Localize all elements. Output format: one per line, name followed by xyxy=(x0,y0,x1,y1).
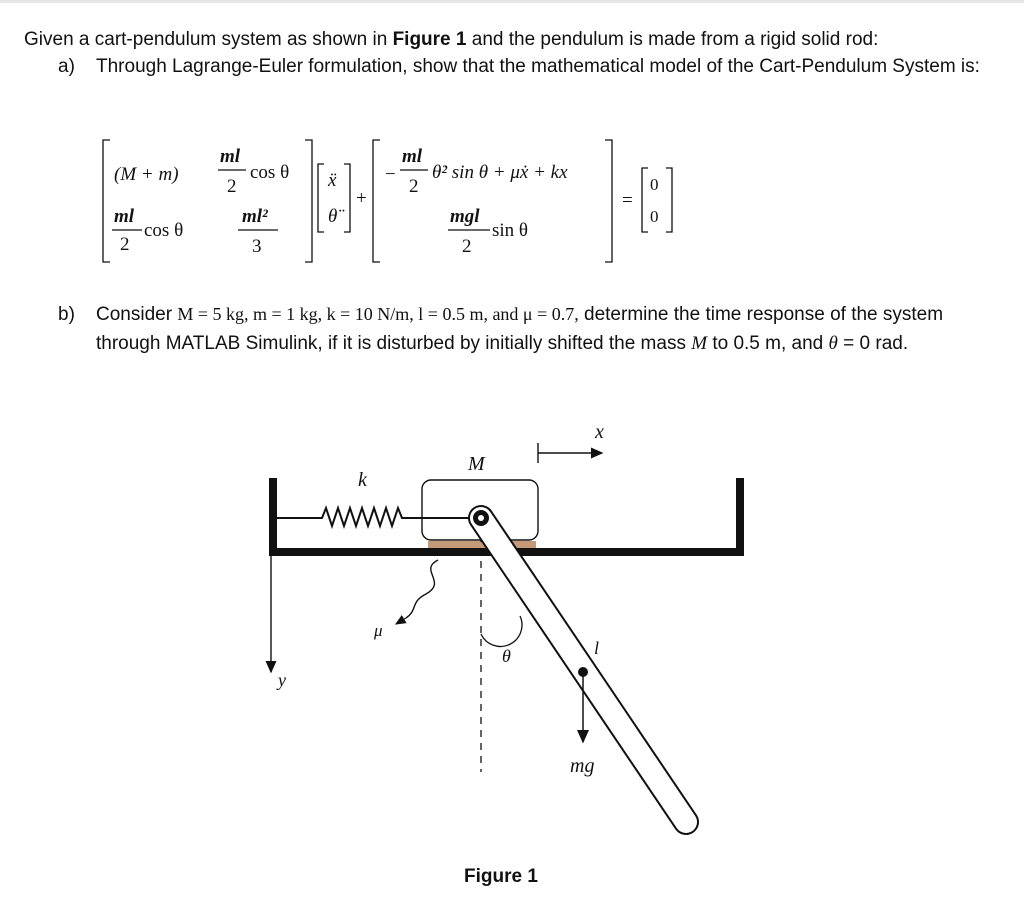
figure-caption: Figure 1 xyxy=(464,866,538,887)
rhs2-fn: sin θ xyxy=(492,220,528,241)
rhs-left-bracket xyxy=(372,139,380,263)
rhs2-den: 2 xyxy=(462,236,472,257)
m12-fn: cos θ xyxy=(250,162,289,183)
equals-sign: = xyxy=(622,190,633,211)
m12-num: ml xyxy=(220,146,241,167)
label-k: k xyxy=(358,469,368,491)
right-wall xyxy=(736,478,744,556)
label-l: l xyxy=(594,638,599,658)
vector-theta-ddot: θ̈ xyxy=(328,206,345,227)
zero-1: 0 xyxy=(650,175,659,194)
part-b-t2: determine the time response of the syste… xyxy=(96,304,944,354)
part-b-t1: Consider xyxy=(96,304,178,325)
m22-den: 3 xyxy=(252,236,262,257)
vector-right-bracket xyxy=(344,163,351,233)
m11: (M + m) xyxy=(114,164,179,185)
rhs1-rest: θ̇² sin θ + μẋ + kx xyxy=(432,162,568,183)
vector-x-ddot: ẍ xyxy=(327,170,337,191)
matrix-right-bracket xyxy=(305,139,313,263)
rhs1-num: ml xyxy=(402,146,423,167)
part-b-values: M = 5 kg, m = 1 kg, k = 10 N/m, l = 0.5 … xyxy=(177,304,579,324)
left-wall xyxy=(269,478,277,556)
vector-left-bracket xyxy=(317,163,324,233)
label-M: M xyxy=(467,453,486,475)
part-a-label: a) xyxy=(58,56,75,77)
zero-right-bracket xyxy=(666,167,673,233)
m22-num: ml² xyxy=(242,206,269,227)
theta-arc xyxy=(480,615,523,648)
rhs-right-bracket xyxy=(605,139,613,263)
label-theta: θ xyxy=(502,646,511,666)
intro-paragraph: Given a cart-pendulum system as shown in… xyxy=(24,28,878,52)
friction-squiggle xyxy=(405,559,439,619)
intro-figure-ref: Figure 1 xyxy=(392,29,467,50)
part-b-mass-symbol: M xyxy=(691,333,708,354)
friction-pad xyxy=(428,541,536,548)
spring xyxy=(277,504,478,530)
cart-pendulum-svg: M x k μ θ l mg y xyxy=(265,421,744,835)
part-b-text: Consider M = 5 kg, m = 1 kg, k = 10 N/m,… xyxy=(96,300,986,358)
figure-1-diagram: M x k μ θ l mg y xyxy=(250,410,770,850)
label-mu: μ xyxy=(373,621,383,640)
intro-text-before: Given a cart-pendulum system as shown in xyxy=(24,29,393,50)
zero-left-bracket xyxy=(641,167,648,233)
part-b-label: b) xyxy=(58,304,75,325)
equation-svg: (M + m) ml 2 cos θ ml 2 cos θ ml² 3 ẍ θ̈… xyxy=(102,139,673,263)
matrix-left-bracket xyxy=(102,139,110,263)
m21-num: ml xyxy=(114,206,135,227)
part-b-theta-symbol: θ xyxy=(828,333,838,354)
m21-fn: cos θ xyxy=(144,220,183,241)
plus-sign: + xyxy=(356,188,367,209)
label-mg: mg xyxy=(570,755,594,777)
rhs1-sign: − xyxy=(385,164,396,185)
rhs2-num: mgl xyxy=(450,206,480,227)
top-border xyxy=(0,0,1024,3)
zero-2: 0 xyxy=(650,207,659,226)
m12-den: 2 xyxy=(227,176,237,197)
part-b-t4: = 0 rad. xyxy=(837,333,909,354)
part-b-t3: to 0.5 m, and xyxy=(707,333,829,354)
intro-text-after: and the pendulum is made from a rigid so… xyxy=(466,29,879,50)
label-x: x xyxy=(594,421,604,443)
equation-matrix: (M + m) ml 2 cos θ ml 2 cos θ ml² 3 ẍ θ̈… xyxy=(100,138,690,266)
m21-den: 2 xyxy=(120,234,130,255)
rhs1-den: 2 xyxy=(409,176,419,197)
part-a-text: Through Lagrange-Euler formulation, show… xyxy=(96,56,980,77)
label-y: y xyxy=(276,670,286,690)
